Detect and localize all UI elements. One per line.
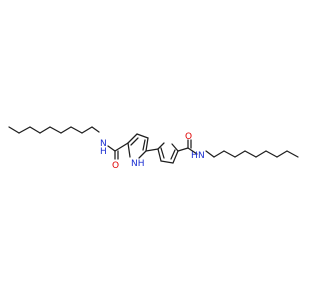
left-amide-nitrogen-label: N xyxy=(100,139,107,149)
right-chain-bond xyxy=(205,150,215,158)
structure-diagram: N H O NH O N H xyxy=(8,126,299,171)
left-chain-bond xyxy=(81,126,93,134)
molecule-canvas: N H O NH O N H xyxy=(8,126,299,171)
right-chain-bond xyxy=(255,150,267,158)
right-amide-c-n-bond xyxy=(187,147,198,155)
right-chain-bond xyxy=(265,150,278,158)
left-chain-bond xyxy=(91,126,100,133)
left-amide-n-c-bond xyxy=(107,145,116,152)
left-chain-bond xyxy=(18,126,31,134)
left-chain-bond xyxy=(29,126,41,134)
right-chain-bond xyxy=(213,150,225,158)
left-chain-bond xyxy=(49,126,62,134)
right-pyrrole-bond xyxy=(157,148,162,162)
left-pyrrole-bond xyxy=(136,133,149,139)
left-pyrrole-bond xyxy=(138,150,147,159)
right-pyrrole-bond xyxy=(157,142,165,150)
right-amide-hydrogen-label: H xyxy=(191,151,198,161)
bipyrrole-link-bond xyxy=(145,148,159,152)
right-pyrrole-double-bond xyxy=(170,149,176,160)
left-pyrrole-bond xyxy=(127,142,131,158)
left-amide-hydrogen-label: H xyxy=(100,147,107,157)
right-carbonyl-oxygen-label: O xyxy=(185,132,192,142)
right-pyrrole-bond xyxy=(172,150,179,164)
left-pyrrole-bond xyxy=(145,137,149,152)
left-chain-bond xyxy=(60,126,72,134)
left-chain-bond xyxy=(8,126,20,134)
right-chain-bond xyxy=(234,150,246,158)
right-chain-bond xyxy=(286,150,299,158)
left-carbonyl-oxygen-label: O xyxy=(112,161,119,171)
right-carbonyl-ring-bond xyxy=(177,147,189,152)
right-chain-bond xyxy=(244,150,257,158)
right-pyrrole-bond xyxy=(171,143,179,152)
right-chain-bond xyxy=(223,150,236,158)
right-chain-bond xyxy=(276,150,288,158)
left-pyrrole-double-bond xyxy=(142,139,146,151)
left-pyrrole-double-bond xyxy=(130,137,139,146)
right-pyrrole-double-bond xyxy=(160,147,165,159)
left-pyrrole-nh-label: NH xyxy=(131,159,145,169)
left-carbonyl-ring-bond xyxy=(114,142,129,152)
left-chain-bond xyxy=(39,126,51,134)
right-pyrrole-bond xyxy=(160,160,174,164)
left-pyrrole-bond xyxy=(127,133,138,144)
left-chain-bond xyxy=(70,126,83,134)
right-amide-nitrogen-label: N xyxy=(198,151,205,161)
